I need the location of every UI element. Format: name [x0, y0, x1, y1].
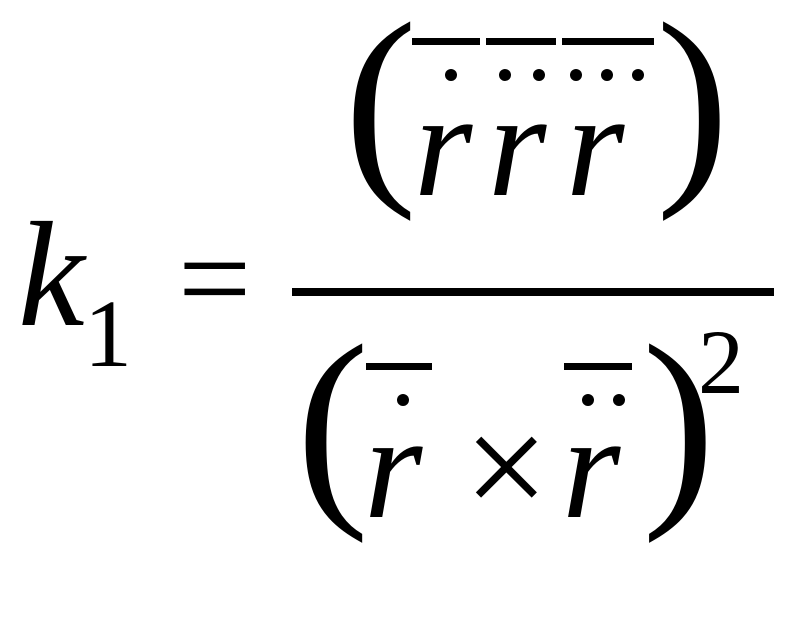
denominator-vector-r-2: r — [562, 384, 621, 550]
denominator-vector-r-1: r — [364, 384, 423, 550]
denominator-derivative-dot — [613, 394, 625, 406]
numerator-derivative-dot — [499, 69, 511, 81]
denominator-close-paren: ) — [642, 300, 716, 544]
numerator-derivative-dot — [601, 69, 613, 81]
numerator-derivative-dot — [570, 69, 582, 81]
numerator-vector-r-1: r — [414, 62, 473, 228]
numerator-vector-bar-1 — [412, 38, 480, 45]
numerator-vector-r-3: r — [566, 62, 625, 228]
numerator-open-paren: ( — [344, 0, 418, 222]
fraction-line — [292, 288, 774, 296]
denominator-vector-bar-1 — [366, 363, 432, 370]
denominator-derivative-dot — [397, 394, 409, 406]
denominator-open-paren: ( — [296, 300, 370, 544]
numerator-vector-bar-2 — [486, 38, 556, 45]
cross-product-sign: × — [464, 384, 549, 550]
subscript-1: 1 — [84, 280, 132, 387]
numerator-vector-r-2: r — [488, 62, 547, 228]
numerator-derivative-dot — [445, 69, 457, 81]
variable-k: k — [18, 192, 85, 358]
equals-sign: = — [178, 207, 252, 351]
numerator-vector-bar-3 — [562, 38, 654, 45]
denominator-vector-bar-2 — [564, 363, 632, 370]
numerator-close-paren: ) — [656, 0, 730, 222]
numerator-derivative-dot — [632, 69, 644, 81]
numerator-derivative-dot — [533, 69, 545, 81]
denominator-derivative-dot — [582, 394, 594, 406]
denominator-exponent: 2 — [698, 311, 744, 413]
